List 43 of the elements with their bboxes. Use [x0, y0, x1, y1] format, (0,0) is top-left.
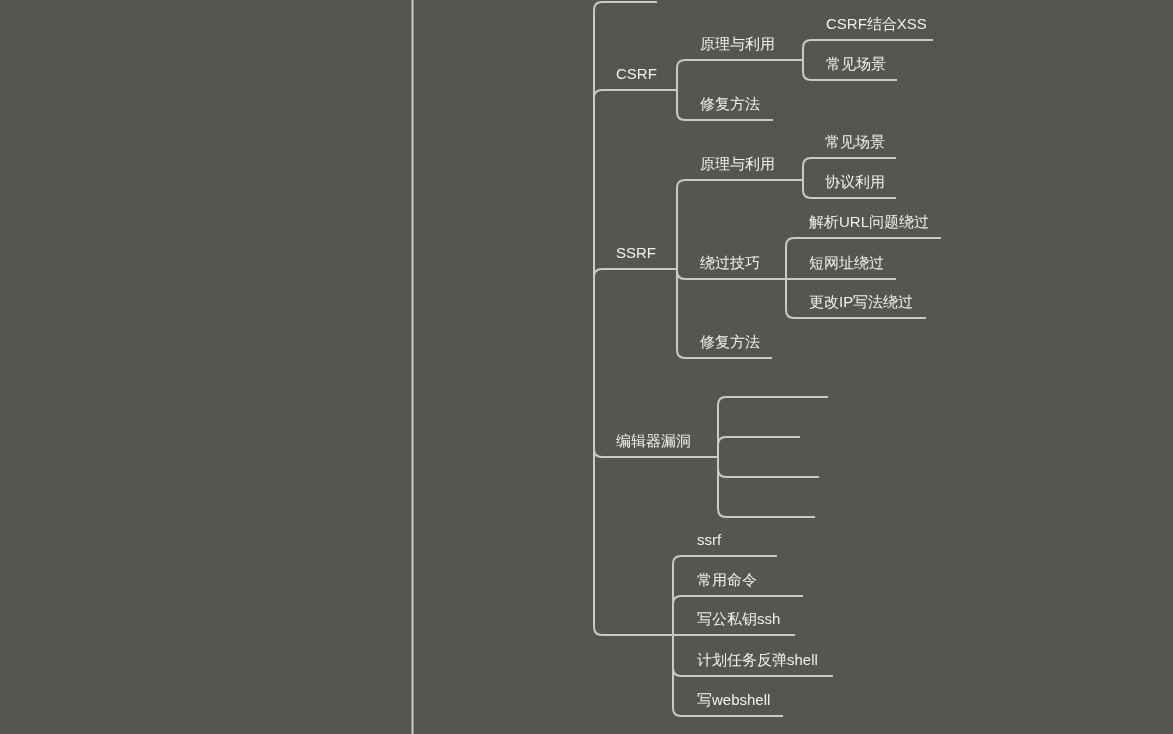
connector [785, 237, 795, 280]
connector [802, 157, 812, 181]
topic-label: 协议利用 [811, 171, 896, 199]
connector [717, 456, 727, 518]
topic-label: 计划任务反弹shell [681, 649, 833, 677]
connector [785, 278, 795, 280]
connector [802, 179, 812, 199]
topic-label: 原理与利用 [685, 153, 803, 181]
connector [785, 278, 795, 319]
topic-underline [602, 634, 673, 636]
topic-label: SSRF [602, 242, 677, 270]
topic-underline [726, 396, 828, 398]
topic-label: 写webshell [681, 689, 783, 717]
topic-label: 修复方法 [685, 331, 772, 359]
topic-label: 编辑器漏洞 [602, 430, 718, 458]
topic-label: 常见场景 [811, 131, 896, 159]
topic-label: CSRF [602, 63, 677, 91]
connector [672, 634, 682, 636]
topic-label: 更改IP写法绕过 [794, 291, 926, 319]
connector [802, 59, 812, 81]
topic-label: 短网址绕过 [794, 252, 896, 280]
connector [593, 268, 603, 319]
connector [717, 436, 727, 458]
connector [672, 595, 682, 636]
topic-label: 修复方法 [685, 93, 773, 121]
topic-label: CSRF结合XSS [811, 13, 933, 41]
topic-underline [726, 436, 800, 438]
connector [672, 634, 682, 717]
topic-label: 常用命令 [681, 569, 803, 597]
connector [676, 179, 686, 270]
topic-underline [602, 1, 657, 3]
topic-label: 写公私钥ssh [681, 608, 795, 636]
topic-label: 常见场景 [811, 53, 897, 81]
connector [676, 59, 686, 91]
topic-label: ssrf [681, 529, 777, 557]
topic-label: 原理与利用 [685, 33, 803, 61]
connector [676, 89, 686, 121]
topic-label: 绕过技巧 [685, 252, 786, 280]
connector [676, 268, 686, 359]
topic-underline [726, 476, 819, 478]
topic-underline [726, 516, 815, 518]
connector [802, 39, 812, 61]
topic-label: 解析URL问题绕过 [794, 211, 941, 239]
